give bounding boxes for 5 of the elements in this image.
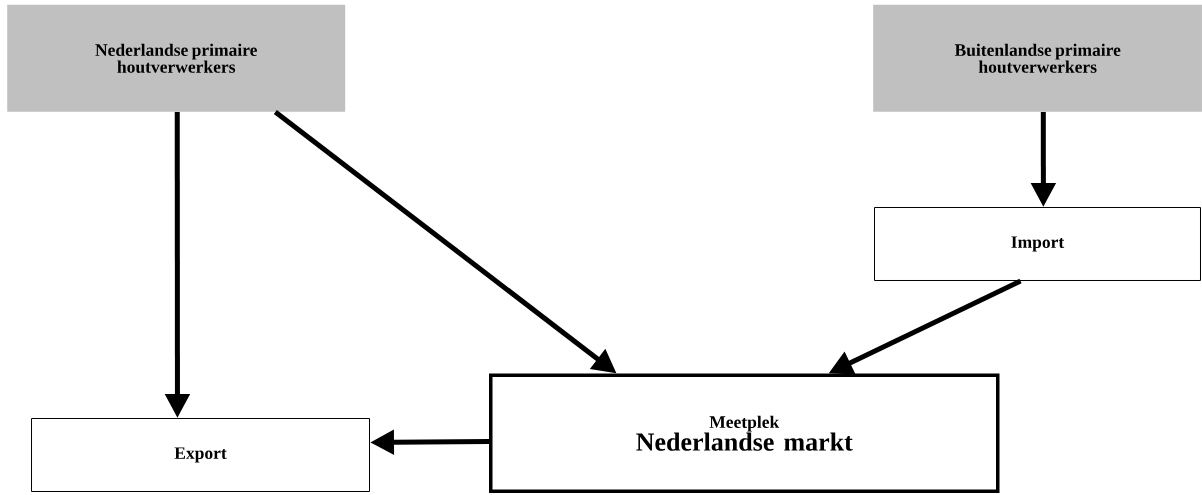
process-box: Export <box>31 418 370 492</box>
source-box: Buitenlandse primaire houtverwerkers <box>873 4 1202 112</box>
source-box: Nederlandse primaire houtverwerkers <box>7 4 346 112</box>
process-box: Import <box>874 207 1201 281</box>
market-box: Meetplek Nederlandse markt <box>489 373 1000 493</box>
